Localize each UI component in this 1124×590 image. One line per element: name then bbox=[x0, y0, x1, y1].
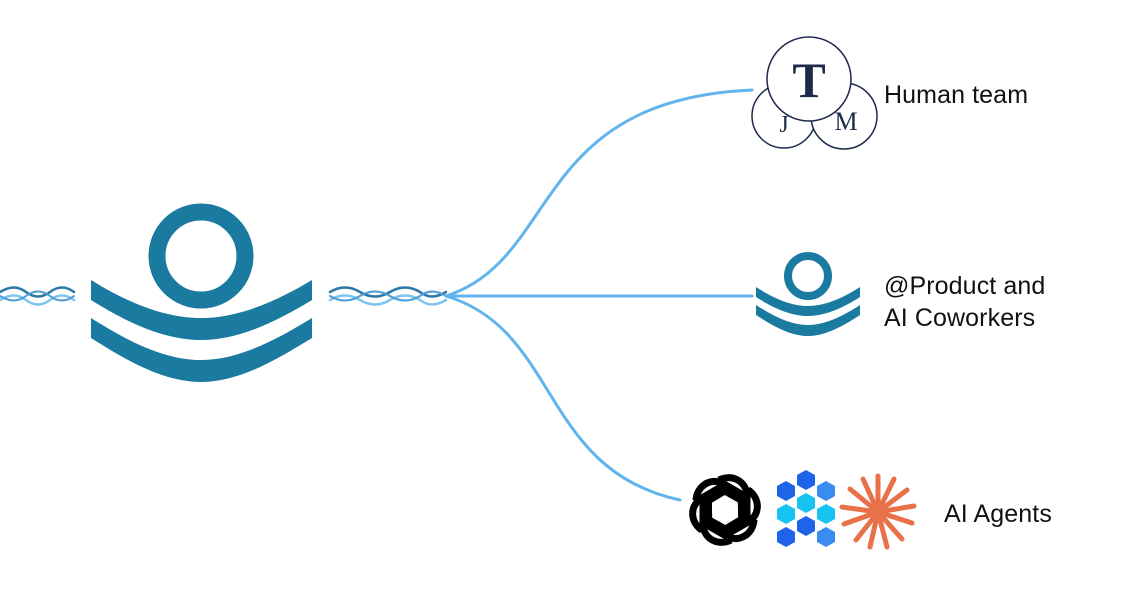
product-label: @Product and AI Coworkers bbox=[884, 270, 1045, 334]
hexagon-cluster-icon bbox=[777, 470, 835, 547]
connector-to-human-team bbox=[444, 88, 754, 298]
human-team-label: Human team bbox=[884, 79, 1028, 111]
right-wave-decoration bbox=[328, 286, 448, 306]
svg-text:T: T bbox=[792, 52, 825, 108]
avatar-t: T bbox=[766, 36, 852, 122]
svg-text:M: M bbox=[834, 107, 857, 136]
hub-logo-icon bbox=[91, 203, 312, 382]
openai-icon bbox=[689, 474, 761, 546]
left-wave-decoration bbox=[0, 286, 76, 306]
ai-agents-label-text: AI Agents bbox=[944, 500, 1052, 528]
product-label-line2: AI Coworkers bbox=[884, 304, 1036, 332]
claude-burst-icon bbox=[839, 473, 917, 550]
product-label-line1: @Product and bbox=[884, 272, 1046, 300]
connector-lines bbox=[444, 88, 754, 502]
connector-to-agents bbox=[444, 294, 682, 502]
svg-text:J: J bbox=[779, 112, 788, 138]
human-team-label-text: Human team bbox=[884, 81, 1029, 109]
human-team-avatars: J M T bbox=[751, 36, 878, 150]
ai-agents-label: AI Agents bbox=[944, 498, 1052, 530]
product-logo-icon bbox=[756, 252, 860, 336]
